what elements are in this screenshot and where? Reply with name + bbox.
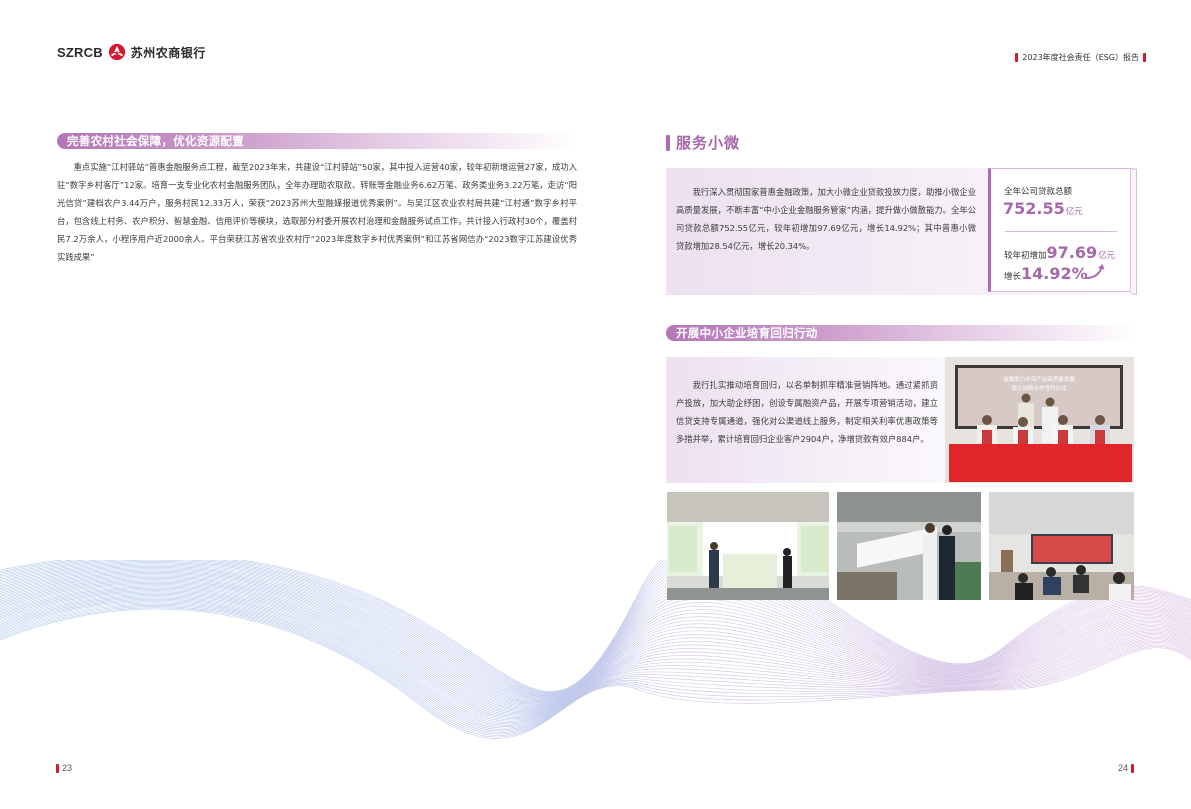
wave-line <box>0 608 1191 739</box>
wave-line <box>0 590 1191 718</box>
signing-banner-line2: 银企战略合作签约仪式 <box>1011 384 1067 392</box>
wave-line <box>0 607 1191 738</box>
page-number-text: 24 <box>1117 763 1128 773</box>
cultivation-paragraph: 我行扎实推动培育回归，以名单制抓牢精准营销阵地。通过紧抓资产投放，加大助企纾困，… <box>676 380 938 444</box>
wave-line <box>0 595 1191 723</box>
report-title-tag: 2023年度社会责任（ESG）报告 <box>1015 52 1146 63</box>
report-title: 2023年度社会责任（ESG）报告 <box>1022 53 1139 62</box>
red-bar-icon <box>1143 53 1146 62</box>
signing-banner-line1: 金融助力环保产业高质量发展 <box>1003 375 1075 383</box>
red-bar-icon <box>56 763 59 773</box>
stat-growth-value: 14.92% <box>1021 264 1088 283</box>
wave-line <box>0 596 1191 725</box>
stat-card-fold <box>1131 168 1137 295</box>
wave-line <box>0 583 1191 711</box>
photo-factory-visit <box>837 492 981 600</box>
stat-total-value-wrap: 752.55亿元 <box>1003 199 1083 218</box>
stat-growth-row: 增长 14.92% <box>1004 264 1088 283</box>
section-title-rural: 完善农村社会保障，优化资源配置 <box>57 133 577 149</box>
page-number-right: 24 <box>1118 763 1134 773</box>
arrow-up-icon <box>1085 264 1105 279</box>
wave-line <box>0 605 1191 735</box>
wave-line <box>0 584 1191 712</box>
logo-chinese: 苏州农商银行 <box>130 45 206 60</box>
intro-paragraph: 我行深入贯彻国家普惠金融政策，加大小微企业贷款投放力度，助推小微企业高质量发展，… <box>676 187 976 251</box>
signing-ceremony-image: 金融助力环保产业高质量发展 银企战略合作签约仪式 <box>945 357 1134 483</box>
heading-bar-icon <box>666 134 670 151</box>
wave-line <box>0 580 1191 709</box>
wave-line <box>0 592 1191 721</box>
wave-line <box>0 594 1191 722</box>
rural-event-image <box>667 492 829 600</box>
heading-small-micro: 服务小微 <box>666 132 740 153</box>
stat-increase-value: 97.69 <box>1046 243 1098 262</box>
stat-card <box>988 168 1131 292</box>
wave-line <box>0 602 1191 732</box>
wave-line <box>0 581 1191 710</box>
factory-visit-image <box>837 492 981 600</box>
wave-line <box>0 597 1191 726</box>
heading-text: 服务小微 <box>676 134 741 152</box>
stat-growth-label: 增长 <box>1004 272 1022 282</box>
wave-line <box>0 598 1191 727</box>
section-title-text: 开展中小企业培育回归行动 <box>676 326 818 340</box>
rural-paragraph: 重点实施“江村驿站”普惠金融服务点工程，截至2023年末，共建设“江村驿站”50… <box>57 162 577 262</box>
page-number-left: 23 <box>56 763 72 773</box>
stat-divider <box>1005 231 1117 232</box>
stat-increase-row: 较年初增加 97.69 亿元 <box>1004 243 1115 262</box>
logo-english: SZRCB <box>57 44 103 60</box>
stat-total-value: 752.55 <box>1003 199 1065 218</box>
wave-line <box>0 585 1191 713</box>
page-number-text: 23 <box>62 763 73 773</box>
section-title-cultivation: 开展中小企业培育回归行动 <box>666 325 1136 341</box>
photo-rural-event <box>667 492 829 600</box>
wave-line <box>0 586 1191 715</box>
wave-line <box>0 591 1191 719</box>
wave-line <box>0 606 1191 736</box>
red-bar-icon <box>1131 763 1134 773</box>
bank-logo-icon <box>108 43 125 61</box>
wave-line <box>0 603 1191 733</box>
wave-line <box>0 600 1191 729</box>
cultivation-panel <box>666 357 946 483</box>
red-bar-icon <box>1015 53 1019 62</box>
stat-total-unit: 亿元 <box>1065 207 1083 217</box>
photo-signing-ceremony: 金融助力环保产业高质量发展 银企战略合作签约仪式 <box>945 357 1134 483</box>
bank-logo: SZRCB 苏州农商银行 <box>57 43 206 61</box>
wave-line <box>0 587 1191 716</box>
wave-line <box>0 601 1191 730</box>
section-title-text: 完善农村社会保障，优化资源配置 <box>67 134 244 148</box>
meeting-image <box>989 492 1134 600</box>
stat-increase-label: 较年初增加 <box>1004 251 1047 261</box>
photo-meeting <box>989 492 1134 600</box>
wave-line <box>0 589 1191 717</box>
stat-total-label: 全年公司贷款总额 <box>1004 187 1073 197</box>
stat-increase-unit: 亿元 <box>1098 251 1116 261</box>
